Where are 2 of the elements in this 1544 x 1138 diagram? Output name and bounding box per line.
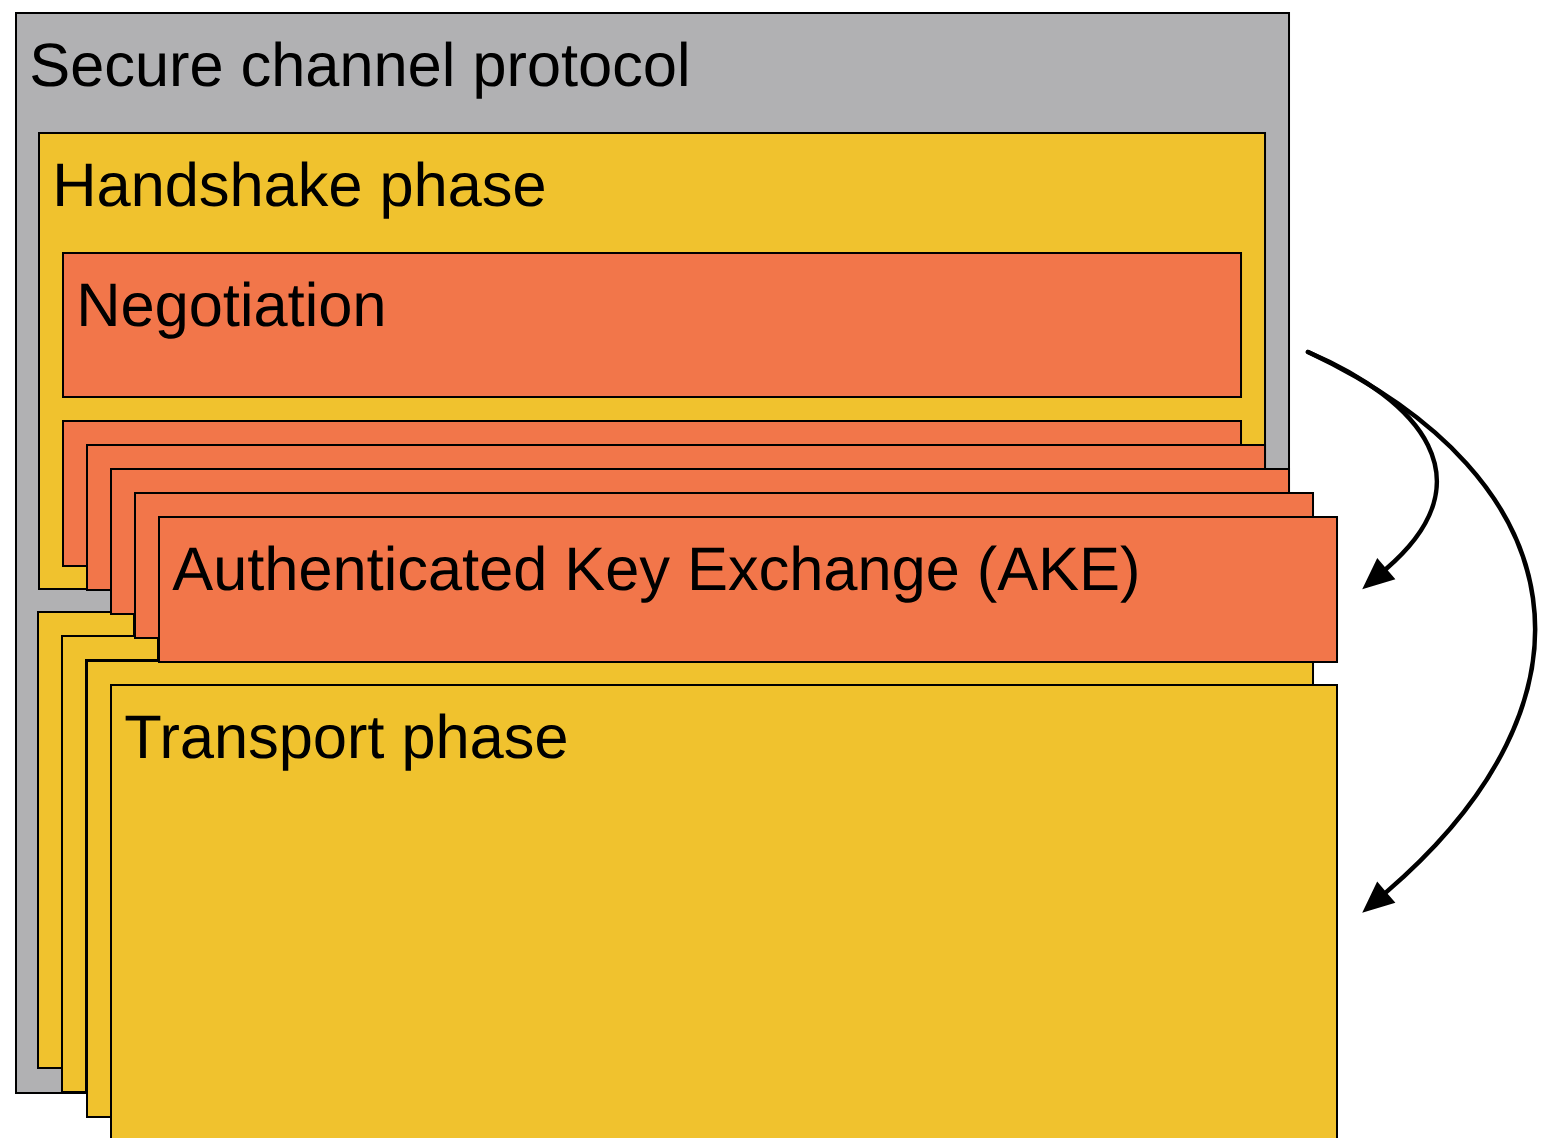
phase-box: Transport phase (110, 684, 1338, 1138)
step-box: Negotiation (62, 252, 1242, 398)
